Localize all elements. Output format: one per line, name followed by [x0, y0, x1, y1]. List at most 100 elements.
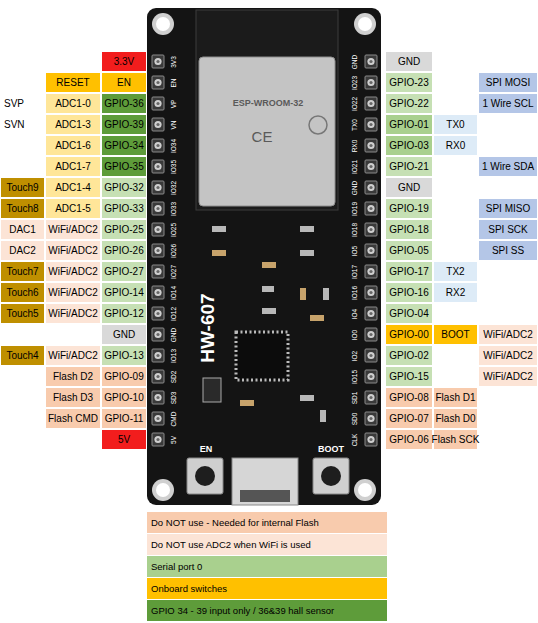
pin-cell: GPIO-07	[385, 408, 433, 429]
silkscreen-label: IO21	[352, 159, 359, 173]
legend-text: Serial port 0	[151, 556, 202, 577]
pin-cell: GPIO-04	[385, 303, 433, 324]
silkscreen-label: GND	[171, 327, 178, 341]
silkscreen-label: IO22	[352, 96, 359, 110]
smd-part	[212, 226, 226, 232]
pin-cell: GPIO-17	[385, 261, 433, 282]
pin-cell: GPIO-23	[385, 72, 433, 93]
silkscreen-label: RX0	[352, 139, 359, 152]
usb-connector	[232, 458, 298, 505]
silkscreen-label: IO32	[171, 180, 178, 194]
button-label: EN	[200, 445, 213, 454]
pin-cell: Flash D2	[45, 366, 101, 387]
module-body	[196, 10, 338, 210]
smd-part	[320, 410, 326, 422]
pin-cell: Touch5	[0, 303, 45, 324]
mounting-hole	[358, 483, 372, 497]
pin-cell: GPIO-18	[385, 219, 433, 240]
smd-part	[300, 250, 314, 256]
silkscreen-label: SD1	[352, 391, 359, 404]
pin-cell: GPIO-01	[385, 114, 433, 135]
certification-mark: CE	[252, 129, 273, 144]
silkscreen-label: IO4	[352, 308, 359, 318]
pin-cell: 5V	[101, 429, 147, 450]
legend-text: GPIO 34 - 39 input only / 36&39 hall sen…	[151, 600, 334, 621]
smd-part	[262, 286, 274, 292]
silkscreen-label: IO34	[171, 138, 178, 152]
silkscreen-label: CMD	[171, 411, 178, 426]
pin-cell: GPIO-08	[385, 387, 433, 408]
pin-cell: GND	[385, 51, 433, 72]
pin-cell: 1 Wire SDA	[478, 156, 538, 177]
pin-cell: TX2	[433, 261, 478, 282]
mounting-hole	[156, 483, 170, 497]
silkscreen-label: IO15	[352, 369, 359, 383]
pin-cell: Touch8	[0, 198, 45, 219]
silkscreen-label: EN	[171, 78, 178, 87]
pin-cell: RX2	[433, 282, 478, 303]
silkscreen-label: IO13	[171, 348, 178, 362]
mounting-hole	[152, 479, 174, 501]
mounting-hole	[354, 13, 376, 35]
silkscreen-label: TX0	[352, 119, 359, 131]
pin-cell: GPIO-25	[101, 219, 147, 240]
pin-cell: GPIO-12	[101, 303, 147, 324]
smd-part	[300, 226, 314, 232]
silkscreen-label: IO35	[171, 159, 178, 173]
silkscreen-label: IO16	[352, 285, 359, 299]
legend-entry: Do NOT use ADC2 when WiFi is used	[147, 534, 387, 555]
pin-cell: SPI MOSI	[478, 72, 538, 93]
pin-cell: ADC1-4	[45, 177, 101, 198]
pin-cell: GPIO-19	[385, 198, 433, 219]
silkscreen-label: IO5	[352, 245, 359, 255]
pin-cell: SVP	[0, 93, 45, 114]
pin-cell: GPIO-10	[101, 387, 147, 408]
mounting-hole	[156, 17, 170, 31]
pin-cell: GPIO-34	[101, 135, 147, 156]
silkscreen-label: IO2	[352, 350, 359, 360]
silkscreen-label: IO27	[171, 264, 178, 278]
pin-cell: GPIO-27	[101, 261, 147, 282]
pin-cell: WiFi/ADC2	[45, 261, 101, 282]
push-button	[187, 458, 223, 494]
pin-cell: Touch6	[0, 282, 45, 303]
pin-cell: WiFi/ADC2	[45, 282, 101, 303]
pin-cell: SVN	[0, 114, 45, 135]
silkscreen-label: GND	[352, 54, 359, 68]
pin-cell: GPIO-02	[385, 345, 433, 366]
silkscreen-label: 3V3	[171, 56, 178, 68]
pin-cell: Flash D0	[433, 408, 478, 429]
board-model: HW-607	[198, 293, 217, 362]
silkscreen-label: IO14	[171, 285, 178, 299]
pin-cell: EN	[101, 72, 147, 93]
pin-cell: ADC1-7	[45, 156, 101, 177]
legend-entry: Onboard switches	[147, 578, 387, 599]
pin-cell: Touch7	[0, 261, 45, 282]
silkscreen-label: IO19	[352, 201, 359, 215]
silkscreen-label: IO23	[352, 75, 359, 89]
pin-cell: Flash D1	[433, 387, 478, 408]
silkscreen-label: IO12	[171, 306, 178, 320]
pin-cell: SPI SS	[478, 240, 538, 261]
silkscreen-label: GND	[352, 180, 359, 194]
pin-cell: DAC1	[0, 219, 45, 240]
pin-cell: WiFi/ADC2	[45, 345, 101, 366]
silkscreen-label: 5V	[171, 436, 178, 444]
pin-cell: GPIO-35	[101, 156, 147, 177]
pin-cell: GPIO-14	[101, 282, 147, 303]
pin-cell: SPI SCK	[478, 219, 538, 240]
pin-cell: TX0	[433, 114, 478, 135]
pin-cell: GPIO-03	[385, 135, 433, 156]
smd-part	[240, 400, 254, 406]
silkscreen-label: IO26	[171, 243, 178, 257]
silkscreen-label: IO25	[171, 222, 178, 236]
usb-connector	[240, 490, 290, 502]
silkscreen-label: IO17	[352, 264, 359, 278]
smd-part	[262, 308, 276, 314]
legend-text: Do NOT use ADC2 when WiFi is used	[151, 534, 311, 555]
silkscreen-label: IO33	[171, 201, 178, 215]
pin-cell: ADC1-3	[45, 114, 101, 135]
silkscreen-label: IO0	[352, 329, 359, 339]
